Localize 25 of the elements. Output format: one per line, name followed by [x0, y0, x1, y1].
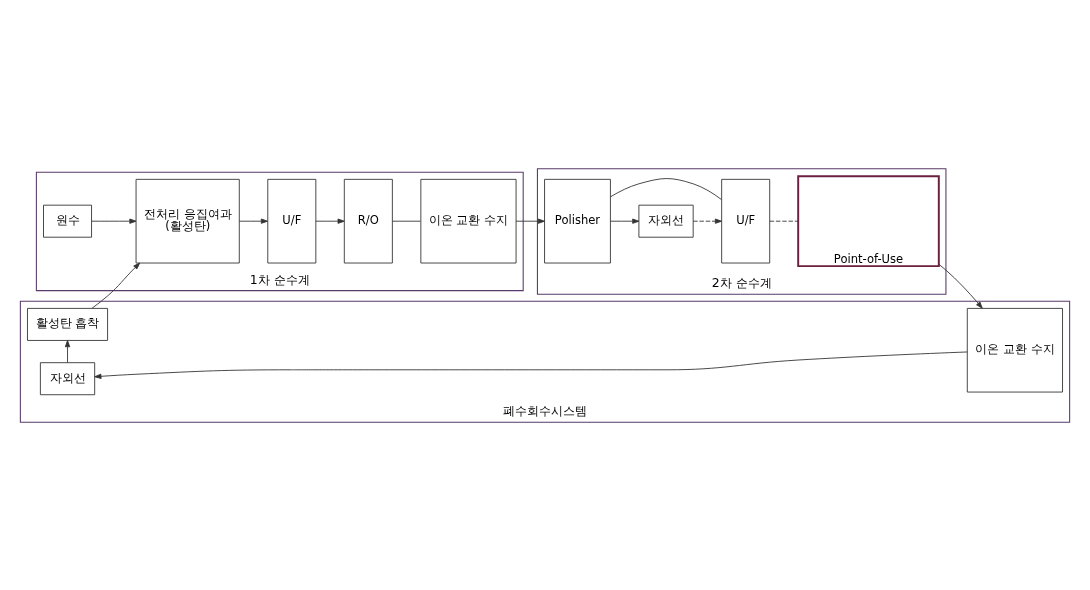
node-box: Polisher — [544, 178, 611, 263]
arrow — [692, 218, 723, 224]
node-box: 원수 — [43, 204, 92, 238]
connector — [392, 220, 421, 222]
arrow — [610, 218, 640, 224]
node-box: Point-of-Use — [797, 174, 940, 267]
node-box: U/F — [267, 178, 317, 263]
connector — [609, 177, 723, 200]
node-box: 이온 교환 수지 — [420, 178, 517, 263]
arrow — [91, 262, 141, 309]
node-box: 이온 교환 수지 — [966, 307, 1063, 392]
arrow — [239, 218, 268, 224]
arrow — [91, 218, 137, 224]
arrow — [938, 263, 983, 309]
connector — [769, 220, 799, 222]
node-box: R/O — [343, 178, 393, 263]
node-box: 자외선 — [39, 361, 96, 395]
arrow — [64, 339, 71, 363]
arrow — [94, 351, 968, 379]
arrow — [515, 218, 545, 224]
arrow — [315, 218, 345, 224]
node-box: 전처리 응집여과 (활성탄) — [135, 178, 240, 263]
node-box: 자외선 — [638, 204, 694, 238]
node-box: 활성탄 흡착 — [27, 307, 109, 341]
node-box: U/F — [721, 178, 771, 263]
